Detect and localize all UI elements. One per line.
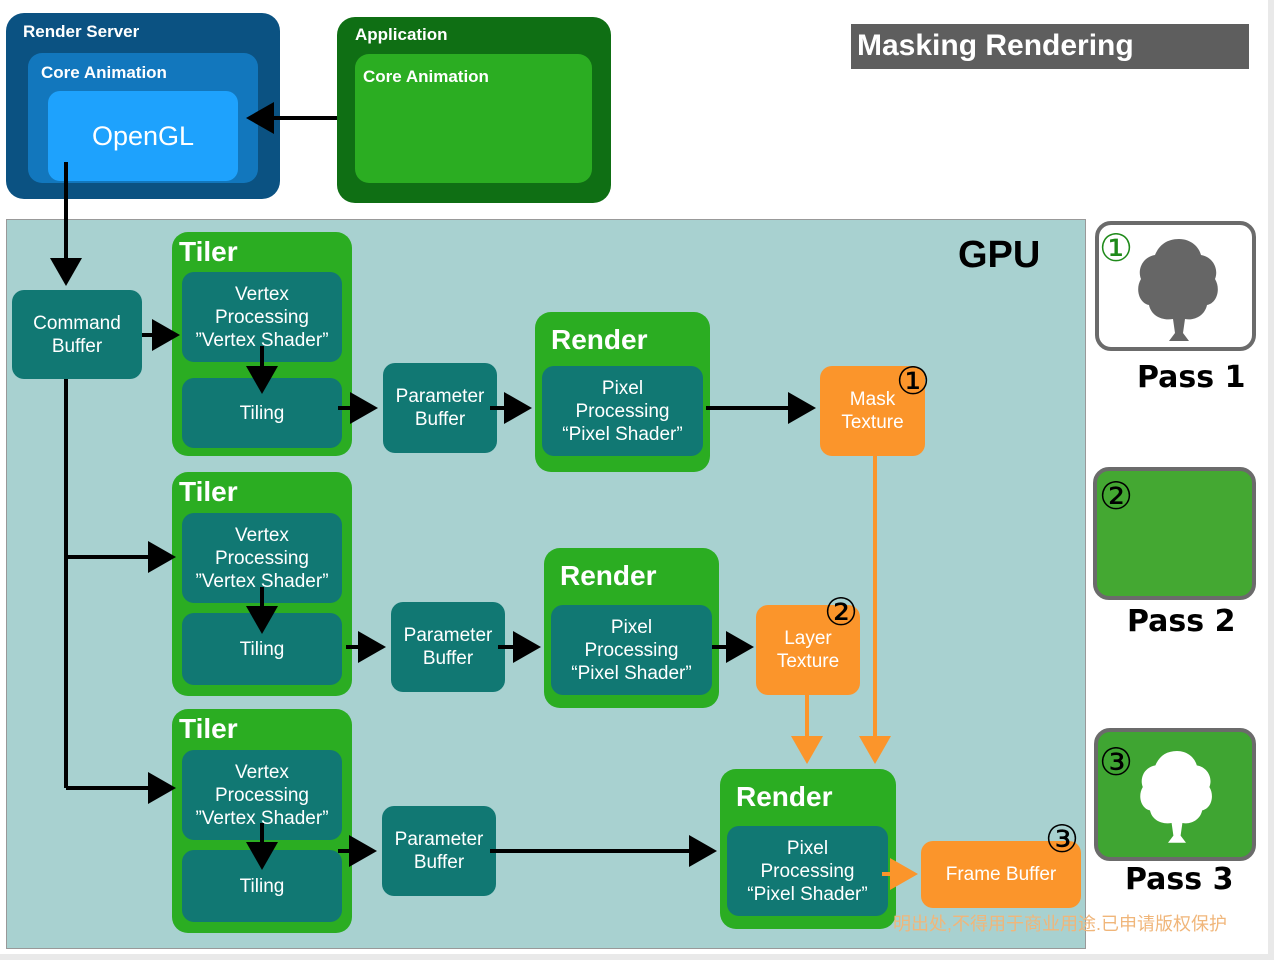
tiling-label-1: Tiling (239, 402, 285, 424)
vertex-processing-box-3: Vertex Processing ”Vertex Shader” (182, 750, 342, 840)
parameter-buffer-label-2: Parameter Buffer (403, 625, 493, 669)
mask-texture-box: Mask Texture (820, 366, 925, 456)
tree-icon-gray (1138, 239, 1218, 341)
pass-3-card: ③ (1094, 728, 1256, 861)
tiling-box-3: Tiling (182, 850, 342, 922)
pass-1-marker-icon: ① (1099, 226, 1134, 270)
marker-2-icon: ② (824, 590, 859, 634)
tree-icon-white (1140, 751, 1212, 843)
opengl-label: OpenGL (91, 120, 195, 151)
vertex-processing-box-2: Vertex Processing ”Vertex Shader” (182, 513, 342, 603)
render-box-3: Render Pixel Processing “Pixel Shader” (720, 769, 896, 929)
parameter-buffer-box-3: Parameter Buffer (382, 806, 496, 896)
pass-3-label: Pass 3 (1125, 862, 1234, 897)
tiler-label-2: Tiler (179, 476, 238, 507)
tiler-box-2: Tiler Vertex Processing ”Vertex Shader” … (172, 472, 352, 696)
render-server-core-animation-label: Core Animation (41, 63, 167, 82)
page-title: Masking Rendering Passes (851, 24, 1249, 106)
parameter-buffer-box-1: Parameter Buffer (383, 363, 497, 453)
tiler-box-3: Tiler Vertex Processing ”Vertex Shader” … (172, 709, 352, 933)
pixel-processing-label-1: Pixel Processing “Pixel Shader” (562, 377, 683, 445)
layer-texture-label: Layer Texture (776, 628, 840, 672)
tiling-box-1: Tiling (182, 378, 342, 448)
frame-buffer-label: Frame Buffer (945, 864, 1057, 885)
tiling-label-3: Tiling (239, 875, 285, 897)
gpu-label: GPU (958, 234, 1041, 276)
pass-2-marker-icon: ② (1099, 474, 1134, 518)
vertex-processing-label-2: Vertex Processing ”Vertex Shader” (195, 524, 329, 592)
pixel-processing-label-2: Pixel Processing “Pixel Shader” (571, 616, 692, 684)
parameter-buffer-box-2: Parameter Buffer (391, 602, 505, 692)
parameter-buffer-label-1: Parameter Buffer (395, 386, 485, 430)
mask-texture-label: Mask Texture (841, 389, 904, 433)
application-box: Application Core Animation (337, 17, 611, 203)
application-label: Application (355, 25, 448, 44)
frame-buffer-box: Frame Buffer (921, 841, 1081, 908)
render-label-3: Render (736, 781, 833, 812)
pass-1-label: Pass 1 (1137, 360, 1246, 395)
parameter-buffer-label-3: Parameter Buffer (394, 829, 484, 873)
render-server-label: Render Server (23, 22, 140, 41)
command-buffer-box: Command Buffer (12, 290, 142, 379)
application-core-animation-box: Core Animation (355, 54, 592, 183)
tiler-label-1: Tiler (179, 236, 238, 267)
pixel-processing-box-2: Pixel Processing “Pixel Shader” (551, 605, 712, 695)
render-label-1: Render (551, 324, 648, 355)
application-core-animation-label: Core Animation (363, 67, 489, 86)
opengl-box: OpenGL (48, 91, 238, 181)
render-label-2: Render (560, 560, 657, 591)
pixel-processing-label-3: Pixel Processing “Pixel Shader” (747, 837, 868, 905)
vertex-processing-box-1: Vertex Processing ”Vertex Shader” (182, 272, 342, 362)
vertex-processing-label-1: Vertex Processing ”Vertex Shader” (195, 283, 329, 351)
marker-1-icon: ① (896, 359, 931, 403)
tiling-box-2: Tiling (182, 613, 342, 685)
tiler-label-3: Tiler (179, 713, 238, 744)
render-box-1: Render Pixel Processing “Pixel Shader” (535, 312, 710, 472)
command-buffer-label: Command Buffer (33, 312, 121, 357)
pass-2-card: ② (1093, 467, 1256, 600)
layer-texture-box: Layer Texture (756, 605, 860, 695)
tiler-box-1: Tiler Vertex Processing ”Vertex Shader” … (172, 232, 352, 456)
pass-3-marker-icon: ③ (1099, 740, 1134, 784)
pass-2-label: Pass 2 (1127, 604, 1236, 639)
render-server-core-animation-box: Core Animation OpenGL (28, 53, 258, 183)
vertex-processing-label-3: Vertex Processing ”Vertex Shader” (195, 761, 329, 829)
render-server-box: Render Server Core Animation OpenGL (6, 13, 280, 199)
pixel-processing-box-1: Pixel Processing “Pixel Shader” (542, 366, 703, 456)
watermark-text: 明出处,不得用于商业用途.已申请版权保护 (893, 914, 1228, 934)
marker-3-icon: ③ (1045, 817, 1080, 861)
render-box-2: Render Pixel Processing “Pixel Shader” (544, 548, 719, 708)
tiling-label-2: Tiling (239, 638, 285, 660)
pass-1-card: ① (1095, 221, 1256, 351)
pixel-processing-box-3: Pixel Processing “Pixel Shader” (727, 826, 888, 916)
